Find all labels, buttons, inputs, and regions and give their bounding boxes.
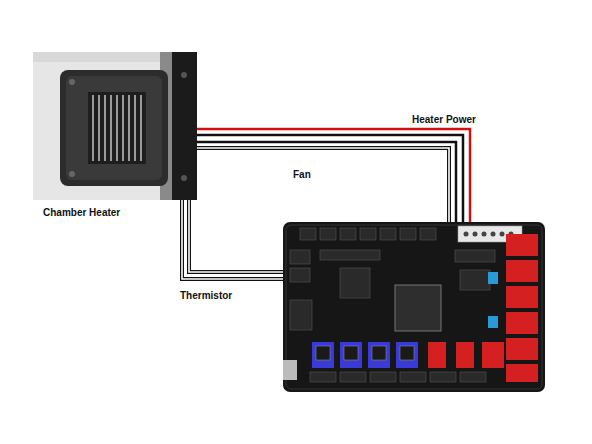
heater-photo bbox=[33, 52, 197, 200]
part-name: Chamber Heater bbox=[43, 207, 120, 219]
wire-label: Thermistor bbox=[180, 290, 232, 302]
controller-board bbox=[283, 222, 545, 392]
wire-label: Heater Power bbox=[412, 114, 476, 126]
heater-photo-frame: Chamber Heater bbox=[33, 52, 198, 222]
wire-label: Fan bbox=[293, 169, 311, 181]
